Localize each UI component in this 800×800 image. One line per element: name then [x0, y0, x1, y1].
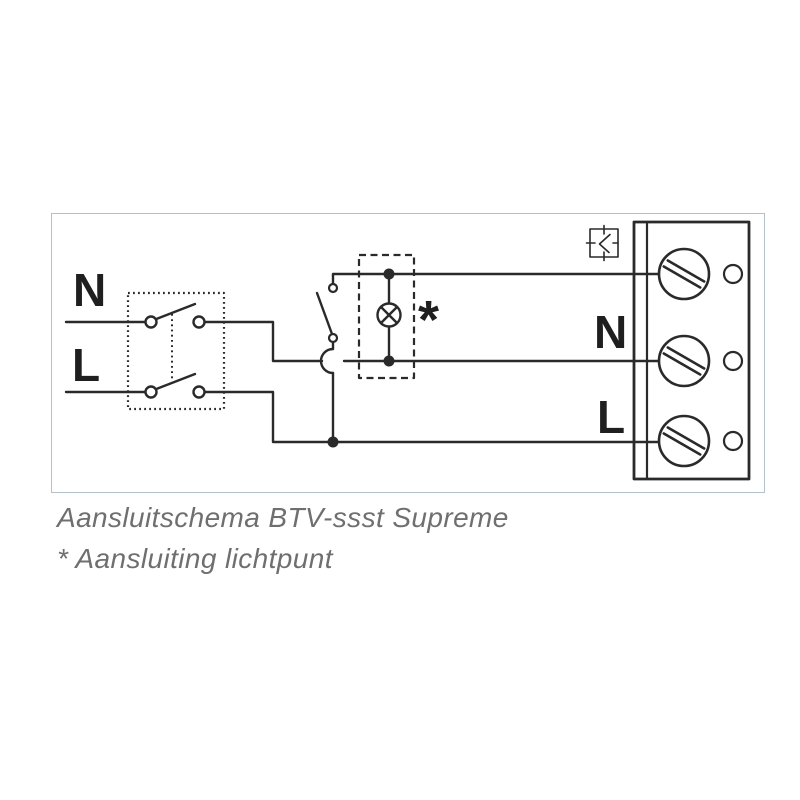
light-switch [315, 282, 339, 344]
contact-terminal [144, 385, 158, 399]
junction-dot [327, 436, 339, 448]
wiring-diagram-frame: N L N L * [51, 213, 765, 493]
wiring-diagram: N L N L * [64, 220, 751, 481]
contact-lever-n [153, 302, 197, 321]
label-input-l: L [72, 339, 100, 391]
label-terminal-l: L [597, 391, 625, 443]
wire-l-to-terminal [203, 390, 661, 444]
light-switch-lever [315, 291, 334, 336]
contact-terminal [192, 385, 206, 399]
light-switch-terminal [327, 282, 339, 294]
junction-dot [383, 355, 395, 367]
light-switch-terminal [327, 332, 339, 344]
screw-terminal-icon [657, 334, 711, 388]
contact-terminal [192, 315, 206, 329]
junction-dot [383, 268, 395, 280]
contact-terminal [144, 315, 158, 329]
diagram-footnote: * Aansluiting lichtpunt [57, 543, 333, 574]
terminal-screws [657, 247, 744, 468]
label-input-n: N [73, 264, 106, 316]
switch-contact-icon-lever [598, 233, 611, 254]
label-lamp-asterisk: * [418, 290, 439, 350]
terminal-hole [722, 430, 744, 452]
screw-terminal-icon [657, 414, 711, 468]
screw-terminal-icon [657, 247, 711, 301]
double-pole-switch-outline [126, 291, 226, 411]
wire-switched-to-terminal [331, 272, 661, 286]
label-terminal-n: N [594, 306, 627, 358]
light-point-outline [357, 253, 416, 380]
lamp-cross [379, 305, 399, 325]
diagram-caption: Aansluitschema BTV-ssst Supreme [57, 502, 509, 533]
double-pole-switch [126, 291, 226, 411]
terminal-hole [722, 350, 744, 372]
wire-n-step [203, 320, 324, 363]
switch-contact-icon [585, 224, 619, 262]
wire-hop-over [319, 347, 335, 375]
junction-dots [327, 268, 395, 448]
wiring-lines [64, 272, 661, 444]
light-point [357, 253, 416, 380]
contact-lever-l [153, 372, 197, 391]
terminal-hole [722, 263, 744, 285]
switch-contact-icon-ticks [585, 224, 619, 262]
